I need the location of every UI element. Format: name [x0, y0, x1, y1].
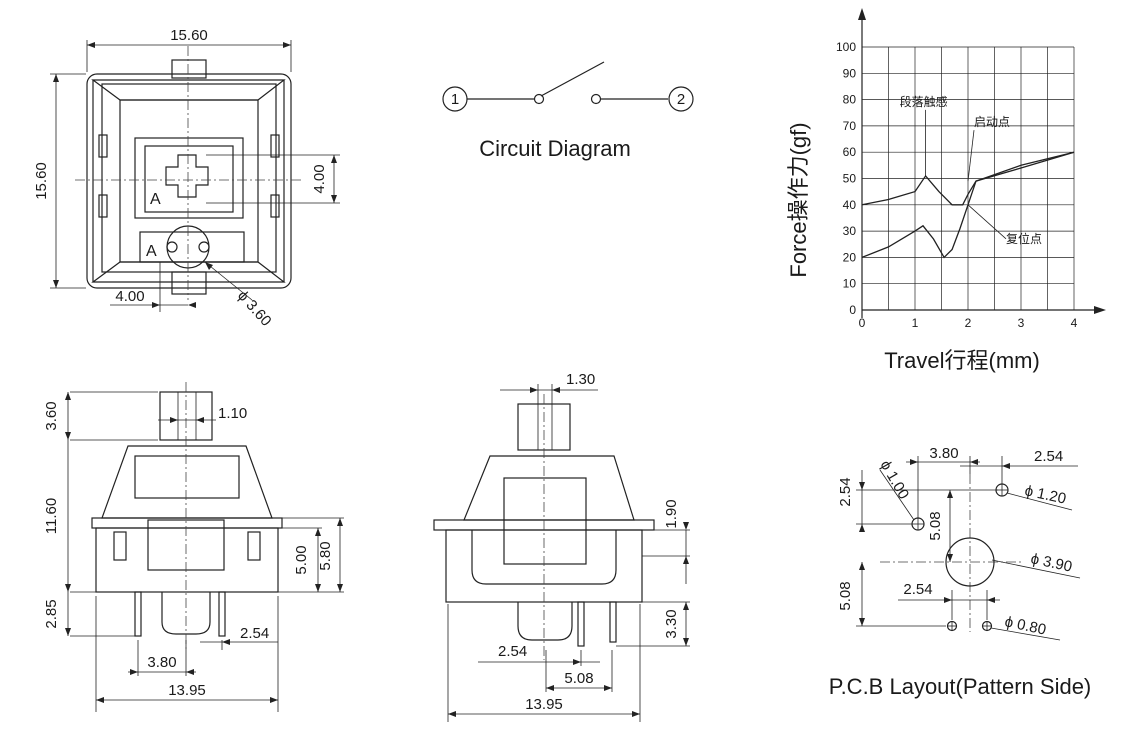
y-tick-labels: 0 10 20 30 40 50 60 70 80 90 100	[836, 40, 856, 317]
annotation-leader	[967, 130, 975, 182]
front-width-dim: 13.95	[168, 682, 206, 699]
y-tick-label: 0	[849, 303, 856, 317]
y-tick-label: 90	[843, 66, 857, 80]
y-tick-label: 20	[843, 250, 857, 264]
x-tick-label: 2	[965, 316, 972, 330]
node-1-label: 1	[451, 91, 459, 108]
side-stem-width-dim: 1.30	[566, 371, 595, 388]
y-tick-label: 80	[843, 93, 857, 107]
dim-5-00: 5.00	[293, 545, 310, 574]
switch-lever	[540, 61, 605, 97]
y-tick-label: 50	[843, 172, 857, 186]
annotation-label: 启动点	[974, 115, 1010, 129]
pcb-dim-3-80: 3.80	[929, 445, 958, 462]
section-mark-a2: A	[146, 243, 157, 260]
top-width-dim: 15.60	[170, 27, 208, 44]
top-height-dim: 15.60	[33, 162, 50, 200]
center-post-hole	[945, 537, 995, 587]
node-2-circle	[668, 86, 694, 112]
dim-2-54: 2.54	[240, 625, 269, 642]
switch-contact-left	[533, 93, 545, 105]
x-tick-labels: 0 1 2 3 4	[859, 316, 1078, 330]
chart-x-label: Travel行程(mm)	[884, 348, 1040, 373]
pcb-layout-title: P.C.B Layout(Pattern Side)	[829, 674, 1092, 699]
pcb-dim-5-08-vertical: 5.08	[927, 511, 944, 540]
circuit-diagram: 1 2 Circuit Diagram	[442, 61, 694, 161]
front-view: 3.60 11.60 2.85 1.10 5.00 5.80 2.54 3.80…	[43, 382, 344, 712]
y-tick-label: 100	[836, 40, 856, 54]
x-tick-label: 3	[1018, 316, 1025, 330]
offset-dim: 4.00	[115, 288, 144, 305]
hole-dia-1-00: ϕ 1.00	[877, 458, 913, 503]
stem-dim: 4.00	[311, 164, 328, 193]
annotation-label: 复位点	[1006, 231, 1042, 246]
hole-dia-0-80: ϕ 0.80	[1003, 613, 1047, 638]
body-height-dim: 11.60	[43, 498, 60, 534]
pcb-dim-2-54-left: 2.54	[837, 477, 854, 506]
top-view: 15.60 15.60 4.00 4.00 ϕ 3.60 A A	[33, 27, 340, 330]
dim-1-90: 1.90	[663, 499, 680, 528]
led-dia-dim: ϕ 3.60	[234, 287, 275, 329]
y-tick-label: 40	[843, 198, 857, 212]
pcb-layout: 3.80 2.54 2.54 5.08 5.08 2.54 ϕ 1.00 ϕ 1…	[829, 445, 1092, 699]
side-dim-2-54: 2.54	[498, 643, 527, 660]
side-dim-5-08: 5.08	[564, 670, 593, 687]
force-curve-line-2	[861, 151, 1075, 259]
pcb-dim-5-08-left: 5.08	[837, 581, 854, 610]
side-view: 1.30 1.90 3.30 2.54 5.08 13.95	[433, 371, 690, 722]
annotation-label: 段落触感	[900, 94, 948, 109]
dim-5-80: 5.80	[317, 541, 334, 570]
stem-width-dim: 1.10	[218, 405, 247, 422]
x-tick-label: 0	[859, 316, 866, 330]
node-2-label: 2	[677, 91, 685, 108]
section-mark-a1: A	[150, 191, 161, 208]
y-tick-label: 70	[843, 119, 857, 133]
side-width-dim: 13.95	[525, 696, 563, 713]
force-curves	[861, 151, 1075, 259]
pin-length-dim: 2.85	[43, 599, 60, 628]
pcb-dim-2-54-bottom: 2.54	[903, 581, 932, 598]
stem-height-dim: 3.60	[43, 401, 60, 430]
y-tick-label: 10	[843, 277, 857, 291]
y-tick-label: 60	[843, 145, 857, 159]
x-tick-label: 1	[912, 316, 919, 330]
dim-3-80: 3.80	[147, 654, 176, 671]
dim-3-30: 3.30	[663, 609, 680, 638]
annotation-leader	[967, 204, 1007, 240]
chart-y-label: Force操作力(gf)	[786, 122, 811, 277]
pcb-dim-2-54-top: 2.54	[1034, 448, 1063, 465]
force-curve-line-1	[861, 151, 1075, 206]
x-tick-label: 4	[1071, 316, 1078, 330]
y-tick-label: 30	[843, 224, 857, 238]
hole-dia-1-20: ϕ 1.20	[1023, 482, 1067, 507]
circuit-diagram-title: Circuit Diagram	[479, 136, 631, 161]
switch-contact-right	[590, 93, 602, 105]
